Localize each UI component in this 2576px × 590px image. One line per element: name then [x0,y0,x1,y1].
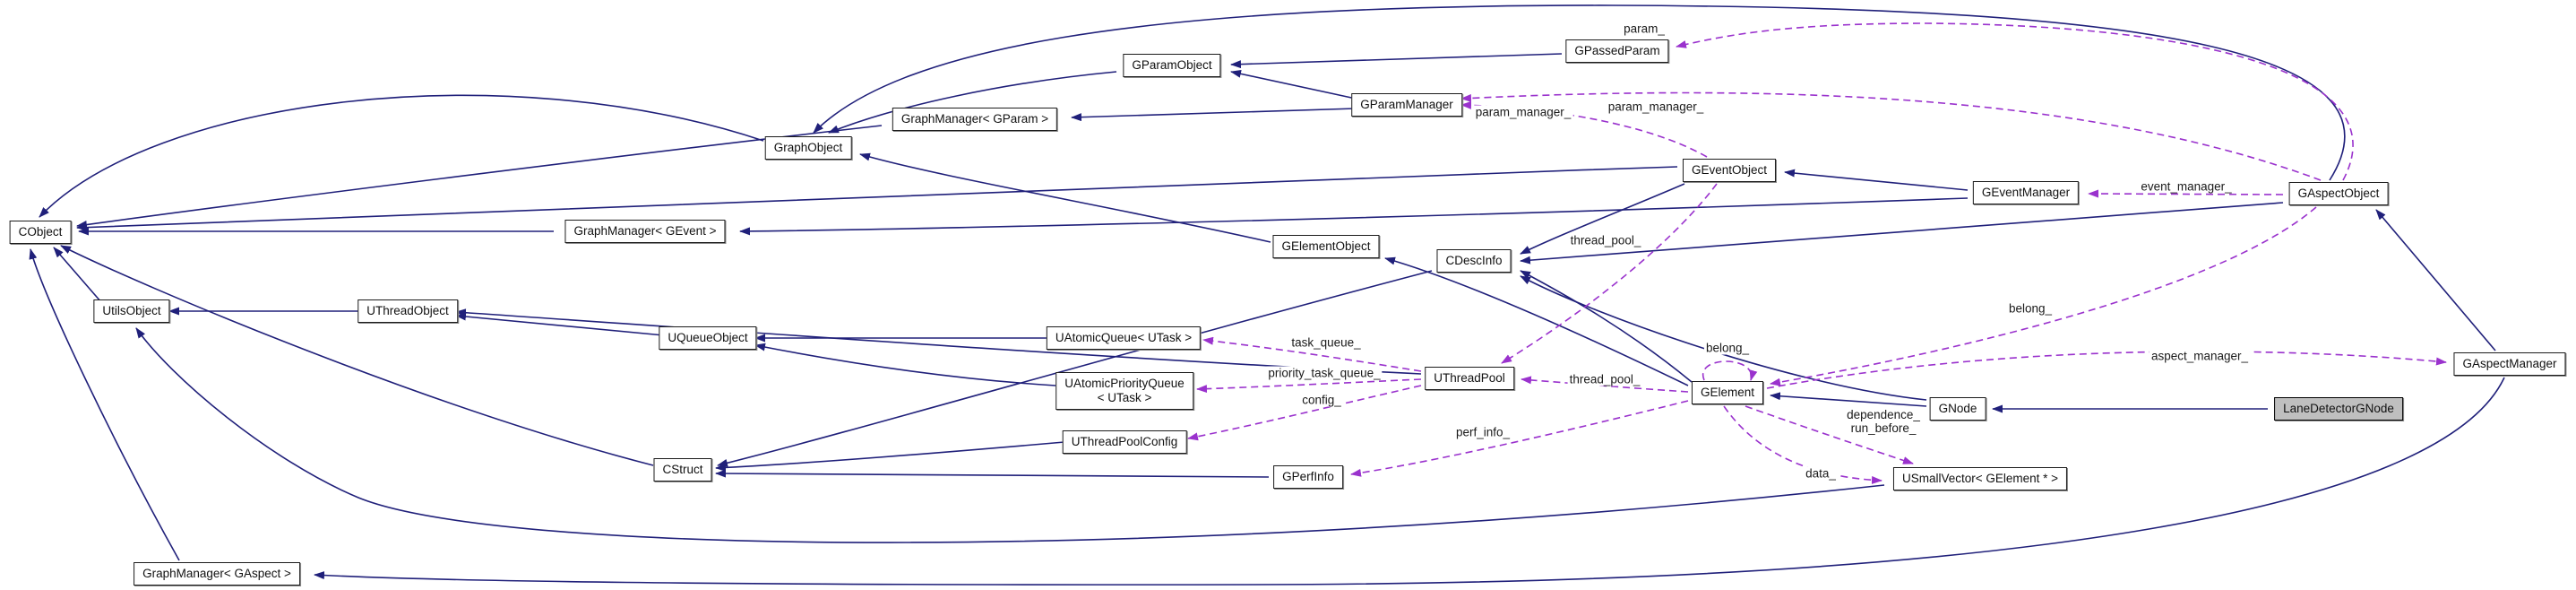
edge-usage-priority-task-queue [1196,378,1422,394]
edge-label-belong-aspect: belong_ [2006,301,2055,316]
edge-inherit-gaspectobject-graphobject [813,4,2346,181]
class-node-graphmanager-gevent[interactable]: GraphManager< GEvent > [564,220,726,243]
class-node-gparamobject[interactable]: GParamObject [1123,54,1221,77]
class-node-geventmanager[interactable]: GEventManager [1972,181,2080,204]
class-node-gelement[interactable]: GElement [1691,381,1764,404]
edge-label-belong-self: belong_ [1703,341,1752,355]
edge-label-thread-pool-upper: thread_pool_ [1568,233,1643,247]
edge-usage-param-manager-from-gaspectobject [1460,91,2322,181]
class-node-uqueueobject[interactable]: UQueueObject [659,326,757,350]
edge-inherit-uthreadpool-uthreadobject [455,308,1422,375]
edge-inherit-geventobject-cobject [76,166,1678,231]
class-node-uatomicqueue-utask[interactable]: UAtomicQueue< UTask > [1046,326,1202,350]
class-node-geventobject[interactable]: GEventObject [1682,159,1777,182]
edge-inherit-gaspectmanager-graphmanager-gaspect [314,377,2505,586]
edge-inherit-gpassedparam-gparamobject [1230,53,1563,69]
edge-label-config: config_ [1300,393,1343,407]
edge-inherit-uatomicpriorityqueue-uqueueobject [754,343,1056,386]
edge-label-event-manager: event_manager_ [2139,179,2234,194]
class-node-graphmanager-gparam[interactable]: GraphManager< GParam > [892,108,1058,131]
class-node-graphmanager-gaspect[interactable]: GraphManager< GAspect > [134,562,300,586]
edge-label-priority-task-queue: priority_task_queue_ [1266,366,1383,380]
class-node-utilsobject[interactable]: UtilsObject [93,299,170,323]
edge-inherit-geventmanager-graphmanager-gevent [739,197,1969,236]
edge-usage-param-manager-from-geventobject [1460,100,1708,158]
edge-inherit-graphobject-cobject [39,94,764,218]
edge-label-param: param_ [1622,22,1667,36]
edge-inherit-gperfinfo-cstruct [715,469,1270,478]
class-node-cstruct[interactable]: CStruct [653,458,712,482]
class-node-cobject[interactable]: CObject [9,221,72,244]
class-node-graphobject[interactable]: GraphObject [764,136,852,160]
edge-usage-param [1676,22,2354,181]
edge-inherit-cdescinfo-cstruct [717,270,1433,467]
class-node-uthreadpool[interactable]: UThreadPool [1425,367,1514,390]
edge-inherit-utilsobject-cobject [53,247,102,303]
class-node-cdescinfo[interactable]: CDescInfo [1436,249,1512,273]
edge-usage-thread-pool-from-geventobject [1501,183,1718,364]
edge-inherit-geventobject-cdescinfo [1520,183,1685,255]
edge-usage-task-queue [1202,336,1422,372]
edge-inherit-graphmanager-gaspect-cobject [29,248,180,561]
class-node-usmallvector-gelement[interactable]: USmallVector< GElement * > [1892,467,2068,490]
edge-inherit-gnode-cdescinfo [1520,275,1927,401]
class-node-uatomicpriorityqueue-utask[interactable]: UAtomicPriorityQueue < UTask > [1055,372,1193,410]
edge-label-param-manager-far: param_manager_ [1606,100,1706,114]
edge-usage-belong-from-gaspectobject [1770,206,2317,386]
edge-label-perf-info: perf_info_ [1453,425,1512,439]
edge-inherit-gaspectobject-cdescinfo [1520,202,2284,265]
edge-inherit-uthreadpoolconfig-cstruct [715,441,1065,472]
class-node-uthreadobject[interactable]: UThreadObject [358,299,458,323]
edge-label-task-queue: task_queue_ [1289,335,1363,350]
class-node-gaspectmanager[interactable]: GAspectManager [2453,352,2566,376]
class-node-gaspectobject[interactable]: GAspectObject [2288,182,2389,205]
edge-inherit-cstruct-cobject [60,245,654,466]
edge-label-data: data_ [1804,466,1838,481]
edge-inherit-uqueueobject-uthreadobject [455,312,665,336]
edge-usage-aspect-manager [1766,351,2447,389]
edge-usage-belong-self-loop [1702,360,1758,381]
edge-inherit-gparammanager-graphmanager-gparam [1071,108,1357,122]
class-node-gelementobject[interactable]: GElementObject [1272,235,1380,258]
edge-label-param-manager-near: param_manager_ [1473,105,1573,119]
edge-usage-event-manager [2088,189,2284,198]
edge-inherit-geventmanager-geventobject [1784,169,1969,191]
class-node-lanedetectorgnode[interactable]: LaneDetectorGNode [2274,397,2403,421]
edge-usage-config [1187,385,1422,441]
edge-label-aspect-manager: aspect_manager_ [2149,349,2251,363]
edge-inherit-usmallvector-utilsobject [135,327,1885,543]
edge-inherit-gnode-gelement [1770,392,1927,407]
edge-inherit-gaspectmanager-gaspectobject [2375,209,2496,351]
edge-inherit-gelementobject-graphobject [859,152,1271,243]
edge-inherit-gparammanager-gparamobject [1230,69,1357,100]
edge-label-thread-pool-lower: thread_pool_ [1567,372,1642,386]
class-node-gparammanager[interactable]: GParamManager [1351,93,1462,117]
class-node-gpassedparam[interactable]: GPassedParam [1565,39,1669,63]
class-node-gnode[interactable]: GNode [1929,397,1986,421]
class-node-gperfinfo[interactable]: GPerfInfo [1273,465,1343,489]
edge-inherit-gparamobject-graphobject [828,71,1117,134]
class-node-uthreadpoolconfig[interactable]: UThreadPoolConfig [1062,430,1187,454]
edge-usage-dependence-run-before [1745,405,1914,464]
edge-usage-perf-info [1350,400,1689,477]
edge-inherit-graphmanager-gparam-cobject [76,125,883,229]
edge-usage-data [1723,405,1882,484]
edge-inherit-gelement-gelementobject [1384,256,1689,386]
edge-inherit-gelement-cdescinfo [1520,270,1693,383]
edge-label-dependence-run-before: dependence_ run_before_ [1845,408,1922,435]
